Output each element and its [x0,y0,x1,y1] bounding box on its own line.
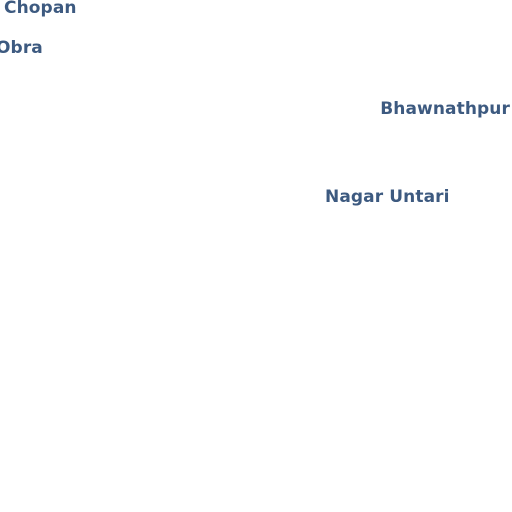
place-label-bhawnathpur: Bhawnathpur [380,99,510,119]
place-label-obra: Obra [0,38,43,58]
place-label-chopan: Chopan [4,0,77,18]
place-label-nagar-untari: Nagar Untari [325,187,450,207]
